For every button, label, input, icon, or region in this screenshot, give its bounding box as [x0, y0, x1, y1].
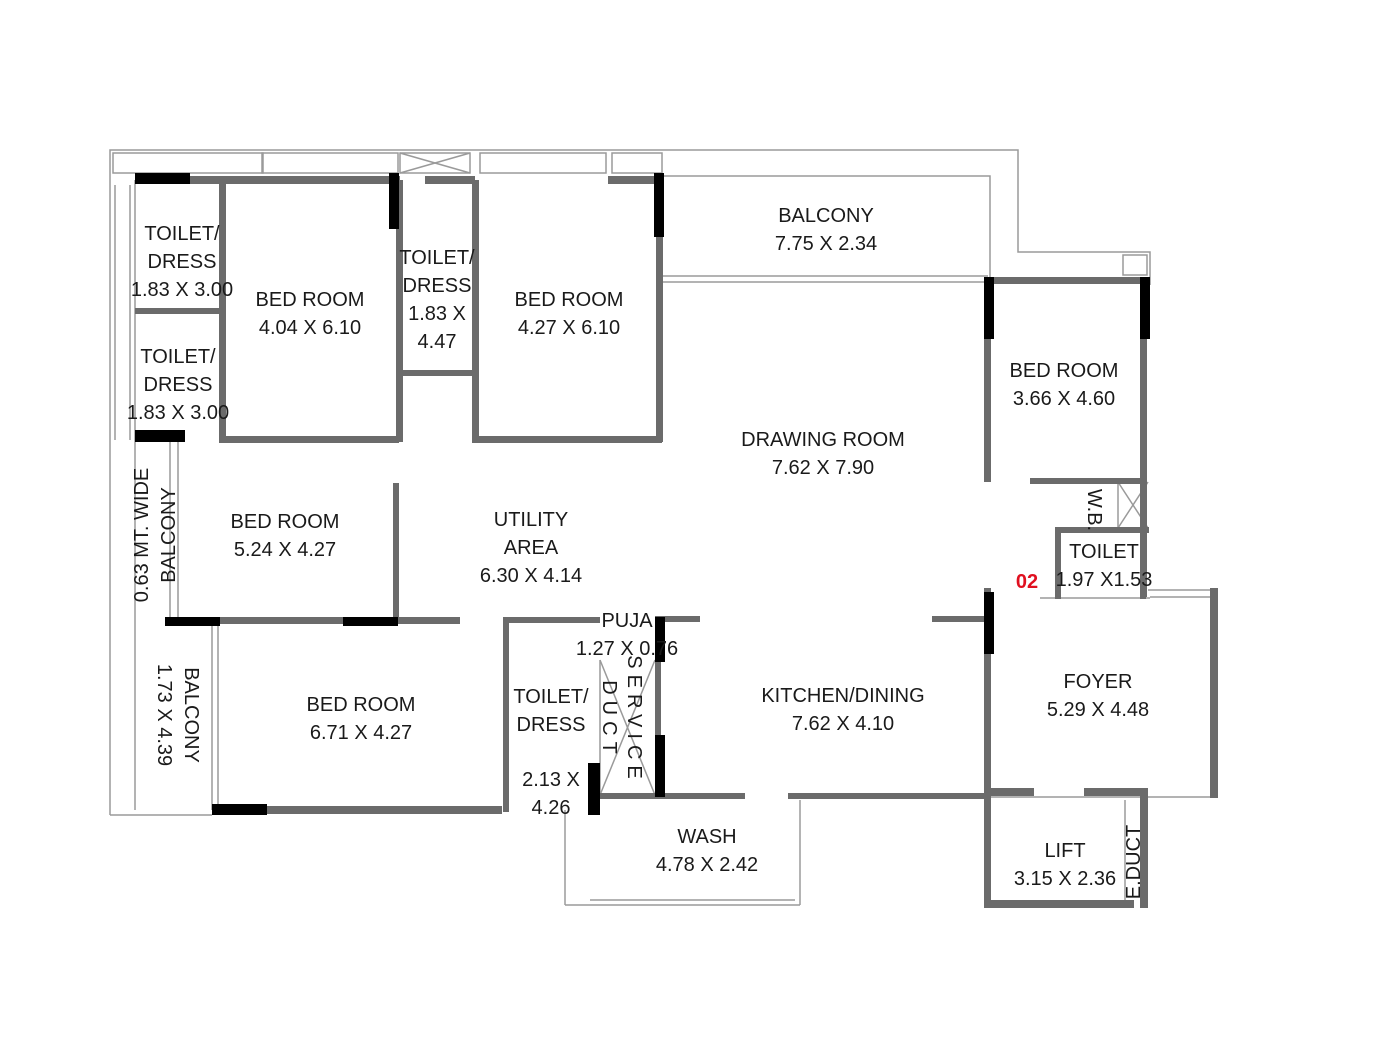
room-puja-name: PUJA — [601, 610, 653, 632]
room-toilet-dress-1: TOILET/ DRESS 1.83 X 3.00 — [131, 223, 233, 301]
room-kitchen-dining-name: KITCHEN/DINING — [761, 685, 924, 707]
room-balcony-left-name: BALCONY — [180, 667, 202, 763]
room-balcony-top-name: BALCONY — [778, 205, 874, 227]
walls — [135, 176, 1218, 908]
room-drawing-room-name: DRAWING ROOM — [741, 429, 905, 451]
room-wash-dim: 4.78 X 2.42 — [656, 854, 758, 876]
room-bed-room-3-dim: 3.66 X 4.60 — [1013, 388, 1115, 410]
room-toilet-dress-3: TOILET/ DRESS 1.83 X 4.47 — [399, 247, 475, 353]
room-balcony-top-dim: 7.75 X 2.34 — [775, 233, 877, 255]
room-toilet-dress-2-dim: 1.83 X 3.00 — [127, 402, 229, 424]
room-drawing-room-dim: 7.62 X 7.90 — [772, 457, 874, 479]
room-toilet-dress-3-line3: 1.83 X — [408, 303, 466, 325]
room-kitchen-dining-dim: 7.62 X 4.10 — [792, 713, 894, 735]
room-bed-room-1: BED ROOM 4.04 X 6.10 — [256, 289, 365, 339]
room-toilet-dress-4: TOILET/ DRESS 2.13 X 4.26 — [513, 686, 589, 819]
room-service-duct: SERVICE DUCT — [598, 655, 645, 784]
room-puja: PUJA 1.27 X 0.76 — [576, 610, 678, 660]
room-bed-room-5-dim: 6.71 X 4.27 — [310, 722, 412, 744]
room-balcony-left: BALCONY 1.73 X 4.39 — [153, 664, 202, 766]
room-toilet-dress-3-line4: 4.47 — [418, 331, 457, 353]
room-toilet-dim: 1.97 X1.53 — [1056, 569, 1153, 591]
room-wb: W.B. — [1083, 489, 1105, 531]
room-bed-room-1-dim: 4.04 X 6.10 — [259, 317, 361, 339]
room-bed-room-1-name: BED ROOM — [256, 289, 365, 311]
room-bed-room-3-name: BED ROOM — [1010, 360, 1119, 382]
room-toilet-dress-3-line1: TOILET/ — [399, 247, 475, 269]
room-toilet-dress-4-line1: TOILET/ — [513, 686, 589, 708]
room-toilet-dress-3-line2: DRESS — [403, 275, 472, 297]
room-bed-room-5: BED ROOM 6.71 X 4.27 — [307, 694, 416, 744]
room-kitchen-dining: KITCHEN/DINING 7.62 X 4.10 — [761, 685, 924, 735]
unit-number: 02 — [1016, 571, 1038, 593]
room-toilet-dress-2-line2: DRESS — [144, 374, 213, 396]
room-toilet: TOILET 1.97 X1.53 — [1056, 541, 1153, 591]
room-utility-area: UTILITY AREA 6.30 X 4.14 — [480, 509, 582, 587]
room-lift: LIFT 3.15 X 2.36 — [1014, 840, 1116, 890]
room-utility-area-dim: 6.30 X 4.14 — [480, 565, 582, 587]
room-bed-room-3: BED ROOM 3.66 X 4.60 — [1010, 360, 1119, 410]
room-bed-room-4-dim: 5.24 X 4.27 — [234, 539, 336, 561]
room-e-duct-name: E.DUCT — [1123, 825, 1145, 899]
room-toilet-dress-1-line1: TOILET/ — [144, 223, 220, 245]
columns — [135, 173, 1150, 815]
room-wide-balcony: 0.63 MT. WIDE BALCONY — [131, 468, 180, 602]
room-balcony-top: BALCONY 7.75 X 2.34 — [775, 205, 877, 255]
room-toilet-dress-2-line1: TOILET/ — [140, 346, 216, 368]
room-toilet-dress-1-line2: DRESS — [148, 251, 217, 273]
room-toilet-dress-4-line2: DRESS — [517, 714, 586, 736]
room-bed-room-5-name: BED ROOM — [307, 694, 416, 716]
room-bed-room-2-dim: 4.27 X 6.10 — [518, 317, 620, 339]
room-foyer: FOYER 5.29 X 4.48 — [1047, 671, 1149, 721]
thin-lines — [109, 149, 1213, 906]
room-wash: WASH 4.78 X 2.42 — [656, 826, 758, 876]
room-toilet-dress-1-dim: 1.83 X 3.00 — [131, 279, 233, 301]
room-balcony-left-dim: 1.73 X 4.39 — [153, 664, 175, 766]
room-service-duct-line2: DUCT — [598, 680, 620, 760]
room-e-duct: E.DUCT — [1123, 825, 1145, 899]
room-toilet-dress-4-line3: 2.13 X — [522, 769, 580, 791]
room-bed-room-2: BED ROOM 4.27 X 6.10 — [515, 289, 624, 339]
room-lift-dim: 3.15 X 2.36 — [1014, 868, 1116, 890]
room-foyer-dim: 5.29 X 4.48 — [1047, 699, 1149, 721]
room-lift-name: LIFT — [1044, 840, 1085, 862]
room-toilet-name: TOILET — [1069, 541, 1139, 563]
room-puja-dim: 1.27 X 0.76 — [576, 638, 678, 660]
room-toilet-dress-4-line4: 4.26 — [532, 797, 571, 819]
room-utility-area-line1: UTILITY — [494, 509, 568, 531]
room-wide-balcony-line1: 0.63 MT. WIDE — [131, 468, 153, 602]
room-bed-room-2-name: BED ROOM — [515, 289, 624, 311]
room-service-duct-line1: SERVICE — [623, 655, 645, 784]
room-foyer-name: FOYER — [1064, 671, 1133, 693]
room-wb-name: W.B. — [1083, 489, 1105, 531]
room-bed-room-4: BED ROOM 5.24 X 4.27 — [231, 511, 340, 561]
room-utility-area-line2: AREA — [504, 537, 559, 559]
room-wide-balcony-line2: BALCONY — [158, 487, 180, 583]
room-toilet-dress-2: TOILET/ DRESS 1.83 X 3.00 — [127, 346, 229, 424]
room-drawing-room: DRAWING ROOM 7.62 X 7.90 — [741, 429, 905, 479]
room-bed-room-4-name: BED ROOM — [231, 511, 340, 533]
room-wash-name: WASH — [677, 826, 736, 848]
